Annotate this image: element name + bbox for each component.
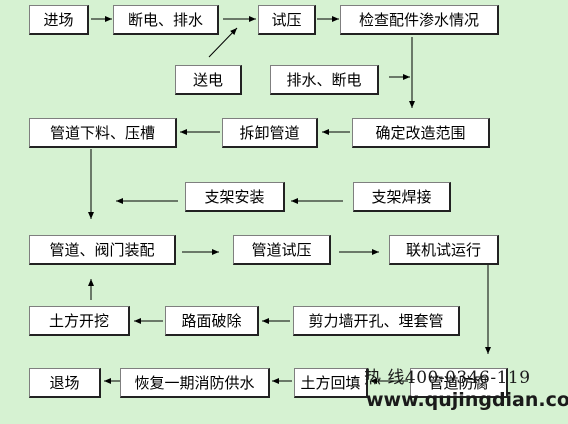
arrow-power-on-to-test xyxy=(208,27,238,58)
node-earth-backfill: 土方回填 xyxy=(294,368,368,398)
node-pipe-anticorrosion: 管道防腐 xyxy=(410,368,508,398)
node-restore-fire-water: 恢复一期消防供水 xyxy=(120,368,270,398)
node-pipe-valve-assembly: 管道、阀门装配 xyxy=(29,235,176,265)
node-inspect-leaks: 检查配件渗水情况 xyxy=(340,5,499,35)
node-earth-excavation: 土方开挖 xyxy=(29,306,130,336)
node-road-breaking: 路面破除 xyxy=(165,306,259,336)
node-joint-test-run: 联机试运行 xyxy=(389,235,499,265)
node-pipe-pressure-test: 管道试压 xyxy=(233,235,331,265)
node-enter-site: 进场 xyxy=(29,5,89,35)
node-exit-site: 退场 xyxy=(29,368,101,398)
node-shear-wall-drill: 剪力墙开孔、埋套管 xyxy=(293,306,460,336)
node-remove-pipes: 拆卸管道 xyxy=(222,118,318,148)
node-support-welding: 支架焊接 xyxy=(353,182,451,212)
node-define-scope: 确定改造范围 xyxy=(352,118,490,148)
node-support-install: 支架安装 xyxy=(185,182,285,212)
node-drain-power-off: 排水、断电 xyxy=(270,65,379,95)
node-power-on: 送电 xyxy=(175,65,242,95)
watermark-hotline: 热 线400-0346-119 xyxy=(364,368,531,388)
watermark-site-url: www.qujingdian.com xyxy=(366,389,568,411)
node-power-drain-off: 断电、排水 xyxy=(113,5,219,35)
node-pressure-test: 试压 xyxy=(258,5,316,35)
node-pipe-cut-groove: 管道下料、压槽 xyxy=(29,118,177,148)
